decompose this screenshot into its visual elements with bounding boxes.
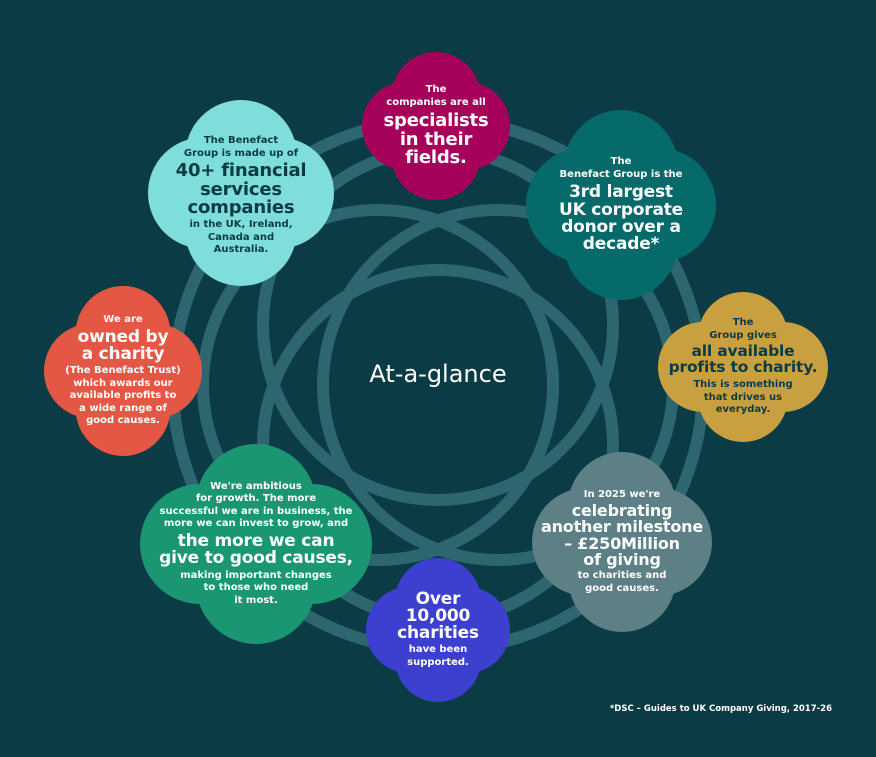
lobe-post-text: to charities and good causes. xyxy=(577,570,667,594)
lobe-pre-text: The companies are all xyxy=(386,84,486,108)
lobe-post-text: This is something that drives us everyda… xyxy=(693,379,793,416)
quatrefoil-shape xyxy=(526,110,716,300)
quatrefoil-shape xyxy=(658,292,828,442)
lobe-pre-text: We are xyxy=(103,314,143,326)
lobe-post-text: (The Benefact Trust) which awards our av… xyxy=(65,365,181,427)
quatrefoil-core xyxy=(203,155,279,231)
lobe-pre-text: We're ambitious for growth. The more suc… xyxy=(159,480,353,530)
lobe-highlight-text: 3rd largest UK corporate donor over a de… xyxy=(559,182,683,255)
lobe-pre-text: The Benefact Group is made up of xyxy=(183,135,299,159)
lobe-specialists: The companies are all specialists in the… xyxy=(362,52,510,200)
lobe-highlight-text: celebrating another milestone – £250Mill… xyxy=(540,501,704,570)
quatrefoil-core xyxy=(703,337,783,397)
interlock-ring-left xyxy=(197,204,559,566)
lobe-corporate-donor: The Benefact Group is the 3rd largest UK… xyxy=(526,110,716,300)
lobe-profits-to-charity: The Group gives all available profits to… xyxy=(658,292,828,442)
lobe-highlight-text: all available profits to charity. xyxy=(668,342,818,377)
quatrefoil-core xyxy=(200,504,312,584)
lobe-post-text: making important changes to those who ne… xyxy=(180,569,332,606)
quatrefoil-core xyxy=(406,96,466,156)
lobe-post-text: in the UK, Ireland, Canada and Australia… xyxy=(189,219,293,256)
lobe-owned-by-charity: We are owned by a charity (The Benefact … xyxy=(44,286,202,456)
footnote: *DSC – Guides to UK Company Giving, 2017… xyxy=(609,704,832,714)
lobe-highlight-text: 40+ financial services companies xyxy=(175,160,307,218)
lobe-financial-services: The Benefact Group is made up of 40+ fin… xyxy=(148,100,334,286)
lobe-pre-text: The Group gives xyxy=(709,317,777,341)
quatrefoil-core xyxy=(586,506,658,578)
quatrefoil-core xyxy=(583,167,659,243)
quatrefoil-shape xyxy=(140,444,372,644)
quatrefoil-shape xyxy=(44,286,202,456)
lobe-post-text: have been supported. xyxy=(407,644,469,668)
lobe-highlight-text: Over 10,000 charities xyxy=(397,588,479,644)
lobe-highlight-text: owned by a charity xyxy=(77,326,169,364)
page-title: At-a-glance xyxy=(369,360,507,388)
quatrefoil-shape xyxy=(366,558,510,702)
quatrefoil-shape xyxy=(362,52,510,200)
quatrefoil-core xyxy=(91,333,155,409)
lobe-highlight-text: specialists in their fields. xyxy=(383,110,489,169)
quatrefoil-shape xyxy=(148,100,334,286)
lobe-growth: We're ambitious for growth. The more suc… xyxy=(140,444,372,644)
lobe-pre-text: In 2025 we're xyxy=(583,488,661,500)
lobe-pre-text: The Benefact Group is the xyxy=(559,156,683,180)
lobe-charities-supported: Over 10,000 charities have been supporte… xyxy=(366,558,510,702)
lobe-highlight-text: the more we can give to good causes, xyxy=(159,530,353,569)
quatrefoil-core xyxy=(409,601,467,659)
quatrefoil-shape xyxy=(532,452,712,632)
lobe-milestone: In 2025 we're celebrating another milest… xyxy=(532,452,712,632)
